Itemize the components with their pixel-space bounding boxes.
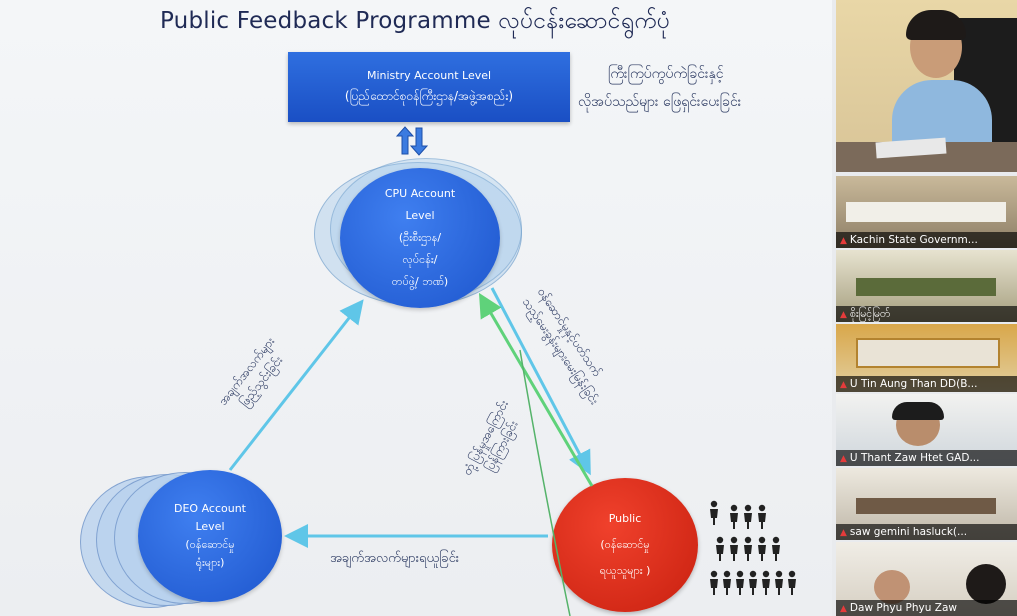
deo-account-circle: DEO Account Level (ဝန်ဆောင်မှု ရုံးများ) (138, 470, 282, 602)
slide-title: Public Feedback Programme လုပ်ငန်းဆောင်ရ… (160, 8, 671, 34)
ministry-sublabel: (ပြည်ထောင်စုဝန်ကြီးဌာန/အဖွဲ့အစည်း) (344, 88, 514, 103)
ministry-label: Ministry Account Level (366, 68, 492, 82)
participant-name: ▲U Thant Zaw Htet GAD... (836, 450, 1017, 466)
ministry-note-line2: လိုအပ်သည်များ ဖြေရှင်းပေးခြင်း (578, 94, 742, 110)
video-tile-3[interactable]: ▲U Tin Aung Than DD(B... (836, 324, 1017, 392)
bottom-arrow-label: အချက်အလက်များရယူခြင်း (330, 551, 460, 566)
participant-name: ▲saw gemini hasluck(... (836, 524, 1017, 540)
video-tile-6[interactable]: ▲Daw Phyu Phyu Zaw (836, 542, 1017, 616)
meeting-table (846, 202, 1006, 222)
participant-face (966, 564, 1006, 604)
deo-level: Level (195, 520, 225, 533)
video-tile-presenter[interactable] (836, 0, 1017, 172)
participant-name-text: U Tin Aung Than DD(B... (849, 378, 978, 390)
cpu-label: CPU Account (384, 187, 456, 200)
mic-muted-icon: ▲ (840, 380, 847, 390)
mic-muted-icon: ▲ (840, 528, 847, 538)
meeting-table (856, 498, 996, 514)
public-label: Public (608, 512, 642, 525)
presenter-hair (906, 10, 966, 40)
participant-name-text: U Thant Zaw Htet GAD... (849, 452, 980, 464)
mic-muted-icon: ▲ (840, 236, 847, 246)
decorative-green-line (519, 349, 571, 616)
participant-name-text: Kachin State Governm... (849, 234, 978, 246)
participant-name: ▲Kachin State Governm... (836, 232, 1017, 248)
cpu-desc-2: လုပ်ငန်း/ (402, 253, 438, 266)
public-desc-1: (ဝန်ဆောင်မှု (600, 538, 650, 551)
participant-name: ▲စိုးမြင့်မြတ် (836, 306, 1017, 322)
participant-hair (892, 402, 944, 420)
cpu-account-circle: CPU Account Level (ဦးစီးဌာန/ လုပ်ငန်း/ တ… (340, 168, 500, 308)
deo-label: DEO Account (174, 502, 246, 515)
mic-muted-icon: ▲ (840, 454, 847, 464)
video-tile-2[interactable]: ▲စိုးမြင့်မြတ် (836, 250, 1017, 322)
cpu-to-public-arrow (490, 287, 591, 476)
participant-name: ▲Daw Phyu Phyu Zaw (836, 600, 1017, 616)
ministry-account-box: Ministry Account Level (ပြည်ထောင်စုဝန်ကြ… (288, 52, 570, 122)
people-group-icon (710, 500, 796, 595)
deo-desc-1: (ဝန်ဆောင်မှု (185, 538, 235, 551)
meeting-table (856, 278, 996, 296)
deo-desc-2: ရုံးများ) (195, 556, 225, 569)
flow-arrows (228, 287, 594, 616)
participant-name: ▲U Tin Aung Than DD(B... (836, 376, 1017, 392)
mic-muted-icon: ▲ (840, 604, 847, 614)
video-tile-1[interactable]: ▲Kachin State Governm... (836, 176, 1017, 248)
deo-to-cpu-arrow (228, 299, 364, 471)
public-desc-2: ရယူသူများ ) (599, 564, 651, 577)
mic-muted-icon: ▲ (840, 310, 847, 320)
public-to-cpu-arrow (478, 292, 594, 487)
participant-face (874, 570, 910, 604)
participant-name-text: saw gemini hasluck(... (849, 526, 968, 538)
up-down-arrows-icon (395, 126, 429, 156)
presentation-slide: Public Feedback Programme လုပ်ငန်းဆောင်ရ… (0, 0, 832, 616)
participant-name-text: စိုးမြင့်မြတ် (849, 308, 891, 320)
cpu-desc-3: တပ်ဖွဲ့/ ဘဏ်) (391, 275, 449, 288)
cpu-desc-1: (ဦးစီးဌာန/ (398, 231, 442, 244)
meeting-table (856, 338, 1000, 368)
participant-name-text: Daw Phyu Phyu Zaw (849, 602, 957, 614)
ministry-note-line1: ကြီးကြပ်ကွပ်ကဲခြင်းနှင့် (608, 66, 724, 82)
video-tile-5[interactable]: ▲saw gemini hasluck(... (836, 468, 1017, 540)
video-tile-4[interactable]: ▲U Thant Zaw Htet GAD... (836, 394, 1017, 466)
public-circle: Public (ဝန်ဆောင်မှု ရယူသူများ ) (552, 478, 698, 612)
cpu-level: Level (405, 209, 435, 222)
